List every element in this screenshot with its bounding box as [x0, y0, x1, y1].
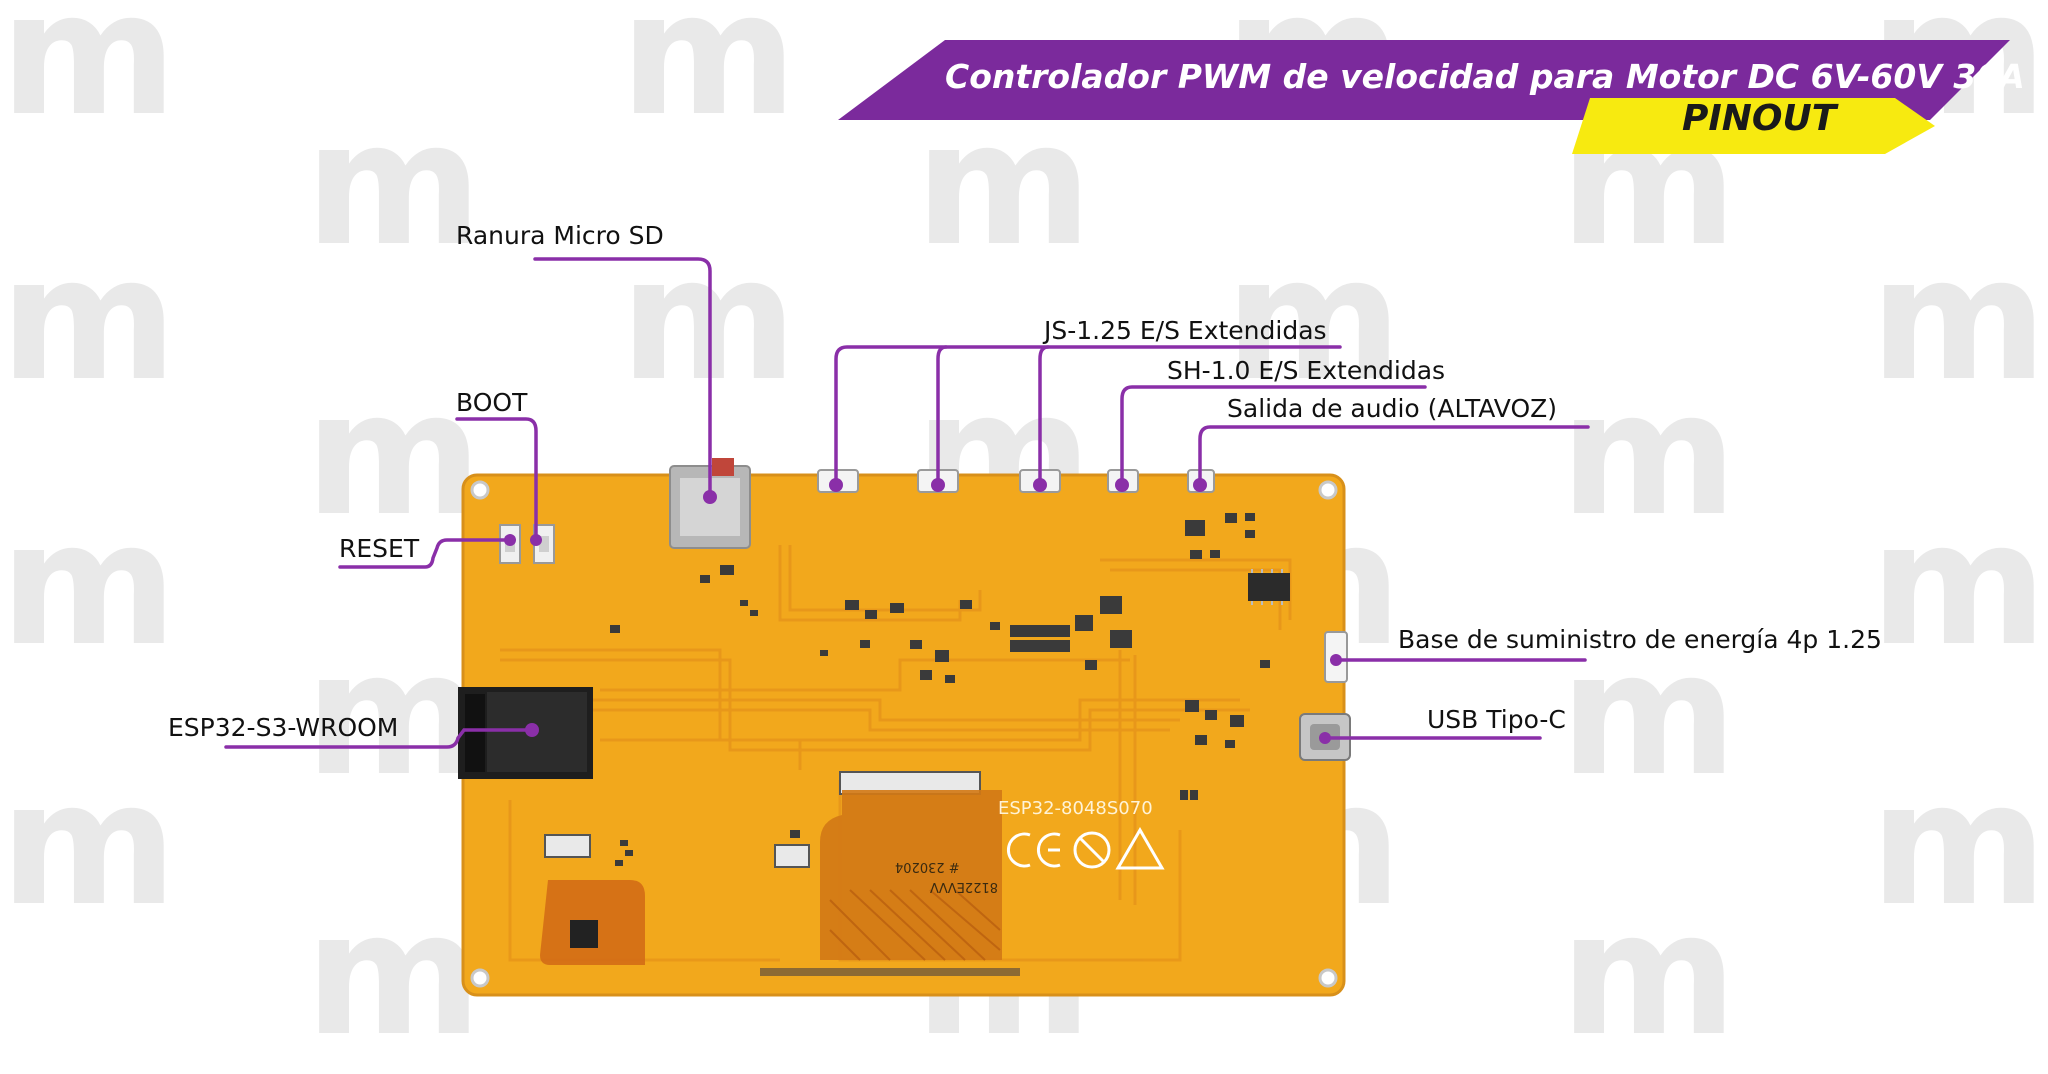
watermark-logo: m — [0, 0, 178, 154]
audio-leader-dot — [1193, 478, 1207, 492]
js-leader-3 — [1038, 345, 1050, 484]
watermark-logo: m — [1870, 746, 2048, 944]
certification-icons — [1007, 827, 1165, 870]
mounting-holes — [470, 480, 1338, 988]
js-leader-dot-2 — [931, 478, 945, 492]
pcb-traces — [500, 545, 1292, 962]
label-boot: BOOT — [456, 388, 528, 417]
watermark-logo: m — [620, 0, 798, 154]
reset-leader — [338, 538, 512, 569]
smd-components — [610, 513, 1270, 866]
microsd-leader-dot — [703, 490, 717, 504]
amplifier-chip — [1248, 569, 1290, 605]
esp32-leader — [224, 728, 534, 749]
label-reset: RESET — [339, 534, 420, 563]
watermark-logo: m — [915, 86, 1093, 284]
audio-leader — [1198, 425, 1590, 484]
sh-leader — [1120, 385, 1427, 484]
js-leader-2 — [936, 345, 948, 484]
microsd-leader — [533, 257, 712, 499]
watermark-logo: m — [1560, 356, 1738, 554]
esp32-leader-dot — [525, 723, 539, 737]
boot-leader — [455, 417, 538, 542]
watermark-logo: m — [0, 221, 178, 419]
watermark-logo: m — [1870, 486, 2048, 684]
board-model-silk: ESP32-8048S070 — [998, 798, 1153, 819]
js-leader — [834, 345, 1342, 484]
watermark-logo: m — [305, 86, 483, 284]
watermark-logo: m — [1560, 616, 1738, 814]
label-sh-io: SH-1.0 E/S Extendidas — [1167, 356, 1446, 385]
watermark-logo: m — [0, 746, 178, 944]
boot-leader-dot — [530, 534, 542, 546]
label-power: Base de suministro de energía 4p 1.25 — [1398, 625, 1882, 654]
watermark-logo: m — [305, 616, 483, 814]
label-esp32: ESP32-S3-WROOM — [168, 713, 399, 742]
watermark-logo: m — [305, 356, 483, 554]
subtitle-banner — [1572, 98, 1935, 154]
leader-lines — [224, 257, 1590, 749]
usb-leader-dot — [1319, 732, 1331, 744]
header-banners — [838, 40, 2010, 154]
js-leader-dot-3 — [1033, 478, 1047, 492]
label-audio: Salida de audio (ALTAVOZ) — [1227, 394, 1558, 423]
touch-flex-cable — [540, 880, 645, 965]
watermark-logo: m — [1225, 221, 1403, 419]
page-title: Controlador PWM de velocidad para Motor … — [945, 57, 2025, 96]
reset-leader-dot — [504, 534, 516, 546]
label-micro-sd: Ranura Micro SD — [456, 221, 664, 250]
display-flex-cable — [760, 790, 1020, 976]
label-usb: USB Tipo-C — [1427, 705, 1566, 734]
watermark-logo: m — [1870, 221, 2048, 419]
page-subtitle: PINOUT — [1682, 98, 1837, 139]
label-js-io: JS-1.25 E/S Extendidas — [1044, 316, 1327, 345]
watermark-logo: m — [0, 486, 178, 684]
sh-leader-dot — [1115, 478, 1129, 492]
power-leader-dot — [1330, 654, 1342, 666]
js-leader-dot-1 — [829, 478, 843, 492]
